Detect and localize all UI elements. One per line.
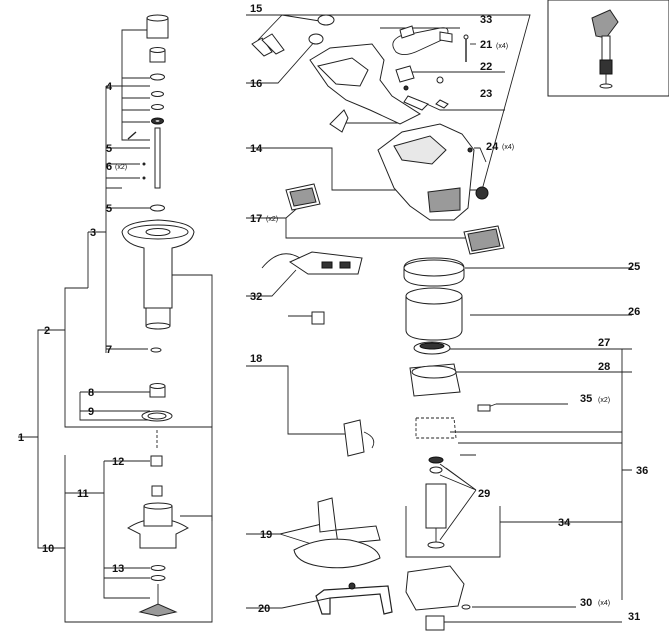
callout-5a: 5	[106, 143, 112, 155]
callout-5b: 5	[106, 203, 112, 215]
callout-9: 9	[88, 406, 94, 418]
callout-18: 18	[250, 353, 262, 365]
callout-31: 31	[628, 611, 640, 623]
callout-13: 13	[112, 563, 124, 575]
callout-6-qty: (x2)	[115, 164, 127, 171]
callout-23: 23	[480, 88, 492, 100]
right-parts	[251, 0, 669, 631]
callout-33: 33	[480, 14, 492, 26]
callout-34: 34	[558, 517, 571, 529]
callout-35-qty: (x2)	[598, 397, 610, 404]
callout-16: 16	[250, 78, 262, 90]
callout-24-qty: (x4)	[502, 144, 514, 151]
callout-3: 3	[90, 227, 96, 239]
callout-1: 1	[18, 432, 24, 444]
callout-20: 20	[258, 603, 270, 615]
callout-25: 25	[628, 261, 640, 273]
callout-6: 6	[106, 161, 112, 173]
callout-labels: 1 2 3 4 5 6 (x2) 5 7 8 9 10 11 12 13 14 …	[18, 3, 648, 623]
callout-28: 28	[598, 361, 610, 373]
callout-19: 19	[260, 529, 272, 541]
callout-27: 27	[598, 337, 610, 349]
callout-21-qty: (x4)	[496, 43, 508, 50]
callout-35: 35	[580, 393, 592, 405]
callout-4: 4	[106, 81, 113, 93]
left-parts	[121, 14, 195, 617]
callout-11: 11	[77, 488, 89, 500]
leader-lines-left	[18, 29, 213, 623]
callout-32: 32	[250, 291, 262, 303]
callout-30-qty: (x4)	[598, 600, 610, 607]
callout-10: 10	[42, 543, 54, 555]
callout-36: 36	[636, 465, 648, 477]
callout-24: 24	[486, 141, 499, 153]
callout-30: 30	[580, 597, 592, 609]
callout-7: 7	[106, 344, 112, 356]
callout-8: 8	[88, 387, 94, 399]
callout-21: 21	[480, 39, 492, 51]
callout-22: 22	[480, 61, 492, 73]
callout-14: 14	[250, 143, 263, 155]
callout-26: 26	[628, 306, 640, 318]
callout-17: 17	[250, 213, 262, 225]
callout-15: 15	[250, 3, 262, 15]
callout-12: 12	[112, 456, 124, 468]
callout-2: 2	[44, 325, 50, 337]
callout-17-qty: (x2)	[266, 216, 278, 223]
callout-29: 29	[478, 488, 490, 500]
